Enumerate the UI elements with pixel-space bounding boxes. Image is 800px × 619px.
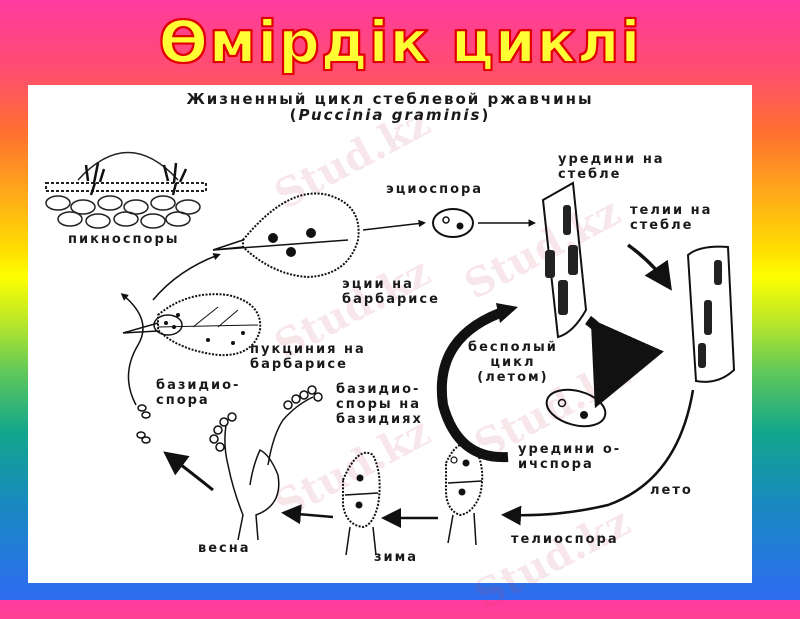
- aecia-leaf-illustration: [212, 192, 360, 279]
- label-aeciospore: эциоспора: [386, 182, 484, 197]
- label-pycnia-on-barberry: пукциния на барбарисе: [250, 342, 366, 372]
- label-asexual-cycle: бесполый цикл (летом): [468, 340, 558, 385]
- label-spring: весна: [198, 541, 251, 556]
- life-cycle-diagram: [45, 151, 736, 556]
- heading-line2: (Puccinia graminis): [28, 107, 752, 123]
- label-basidiospores-on-basidia: базидио- споры на базидиях: [336, 382, 423, 427]
- label-basidiospore: базидио- спора: [156, 378, 241, 408]
- basidiospore-illustration: [136, 404, 151, 444]
- label-urediniospore: уредини о- ичспора: [518, 442, 622, 472]
- uredinia-stem-illustration: [541, 181, 588, 339]
- latin-name: Puccinia graminis: [298, 106, 482, 124]
- slide-title: Өмірдік циклі: [158, 7, 642, 77]
- label-teliospore: телиоспора: [511, 532, 619, 547]
- label-summer: лето: [650, 483, 693, 498]
- telia-stem-illustration: [686, 245, 736, 383]
- label-pycnospores: пикноспоры: [68, 232, 180, 247]
- diagram-panel: Stud.kz Stud.kz Stud.kz Stud.kz Stud.kz …: [28, 85, 752, 619]
- label-winter: зима: [374, 550, 419, 565]
- paren-close: ): [481, 106, 491, 124]
- pycnospores-illustration: [45, 151, 207, 229]
- pycnia-leaf-illustration: [122, 293, 262, 357]
- label-telia-on-stem: телии на стебле: [630, 203, 713, 233]
- heading-line1: Жизненный цикл стеблевой ржавчины: [186, 90, 594, 108]
- basidia-illustration: [209, 385, 323, 541]
- label-uredinia-on-stem: уредини на стебле: [558, 152, 665, 182]
- urediniospore-illustration: [545, 388, 607, 428]
- teliospore-illustration: [342, 442, 484, 556]
- paren-open: (: [289, 106, 299, 124]
- diagram-heading: Жизненный цикл стеблевой ржавчины (Pucci…: [28, 91, 752, 123]
- aeciospore-illustration: [432, 208, 474, 238]
- label-aecia-on-barberry: эции на барбарисе: [342, 277, 440, 307]
